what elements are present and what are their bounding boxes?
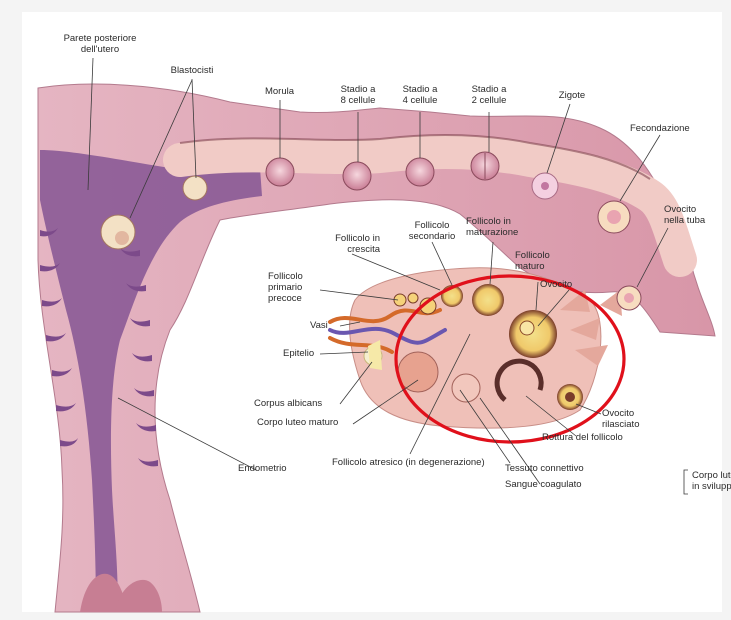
label-ovocito-rilasciato: Ovocito rilasciato	[602, 408, 640, 430]
label-sangue-coagulato: Sangue coagulato	[505, 479, 582, 490]
label-tessuto-connettivo: Tessuto connettivo	[505, 463, 584, 474]
label-follicolo-atresico: Follicolo atresico (in degenerazione)	[332, 457, 485, 468]
label-parete: Parete posteriore dell'utero	[50, 33, 150, 55]
label-epitelio: Epitelio	[283, 348, 314, 359]
label-follicolo-primario: Follicolo primario precoce	[268, 271, 303, 304]
label-stadio-8: Stadio a 8 cellule	[330, 84, 386, 106]
label-endometrio: Endometrio	[238, 463, 287, 474]
label-follicolo-maturazione: Follicolo in maturazione	[466, 216, 518, 238]
label-corpo-luteo-maturo: Corpo luteo maturo	[257, 417, 338, 428]
label-corpus-albicans: Corpus albicans	[254, 398, 322, 409]
label-morula: Morula	[257, 86, 302, 97]
label-fecondazione: Fecondazione	[630, 123, 690, 134]
morula	[266, 158, 294, 186]
oocyte-in-tube	[617, 286, 641, 310]
stage-2-cells	[471, 152, 499, 180]
label-zigote: Zigote	[550, 90, 594, 101]
label-follicolo-secondario: Follicolo secondario	[397, 220, 467, 242]
label-ovocito: Ovocito	[540, 279, 572, 290]
zygote	[532, 173, 558, 199]
label-follicolo-maturo: Follicolo maturo	[515, 250, 550, 272]
label-blastocisti: Blastocisti	[162, 65, 222, 76]
stage-8-cells	[343, 162, 371, 190]
stage-4-cells	[406, 158, 434, 186]
label-corpo-luteo-sviluppo: Corpo luteo in sviluppo	[692, 470, 731, 492]
label-vasi: Vasi	[310, 320, 328, 331]
label-rottura-follicolo: Rottura del follicolo	[542, 432, 623, 443]
fertilization	[598, 201, 630, 233]
label-ovocito-tuba: Ovocito nella tuba	[664, 204, 705, 226]
label-stadio-4: Stadio a 4 cellule	[392, 84, 448, 106]
label-follicolo-crescita: Follicolo in crescita	[300, 233, 380, 255]
label-stadio-2: Stadio a 2 cellule	[461, 84, 517, 106]
